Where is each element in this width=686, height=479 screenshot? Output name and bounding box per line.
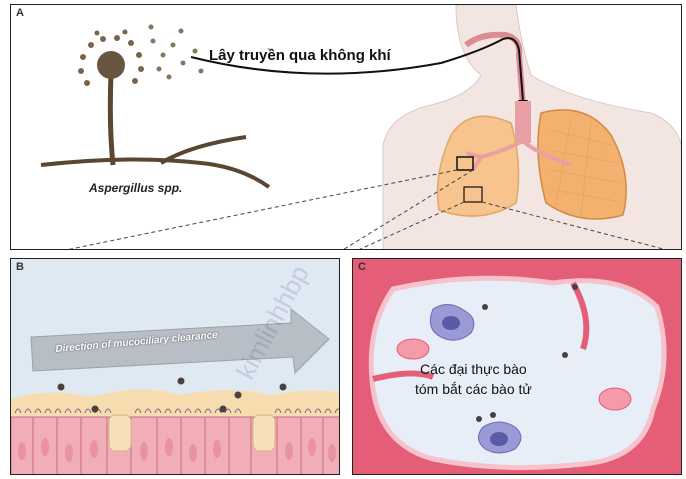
- species-label: Aspergillus spp.: [89, 181, 182, 195]
- macrophage-caption: Các đại thực bào tóm bắt các bào tử: [415, 359, 532, 399]
- panel-c: C Các đại thực bào tóm bắt các bào tử: [352, 258, 682, 475]
- conidiophore-stalk: [110, 73, 113, 165]
- panel-b: B Direction of mucociliary clearance: [10, 258, 340, 475]
- pneumocyte-2: [599, 388, 631, 410]
- vesicle: [97, 51, 125, 79]
- macrophage-caption-line-1: Các đại thực bào: [415, 359, 532, 379]
- body-silhouette: [383, 5, 682, 250]
- macrophage-2: [478, 422, 521, 453]
- transmission-label: Lây truyền qua không khí: [209, 47, 391, 64]
- panel-c-label: C: [358, 261, 366, 273]
- macrophage-caption-line-2: tóm bắt các bào tử: [415, 379, 532, 399]
- goblet-cell-1: [109, 415, 131, 451]
- goblet-cell-2: [253, 415, 275, 451]
- pneumocyte-1: [397, 339, 429, 359]
- panel-a-illustration: [11, 5, 682, 250]
- trachea: [515, 101, 531, 143]
- airborne-spores: [149, 25, 204, 80]
- panel-a: A Lây truyền qua không khí Aspergillus s…: [10, 4, 682, 250]
- panel-b-illustration: [11, 259, 340, 475]
- panel-b-label: B: [16, 261, 24, 273]
- panel-a-label: A: [16, 7, 24, 19]
